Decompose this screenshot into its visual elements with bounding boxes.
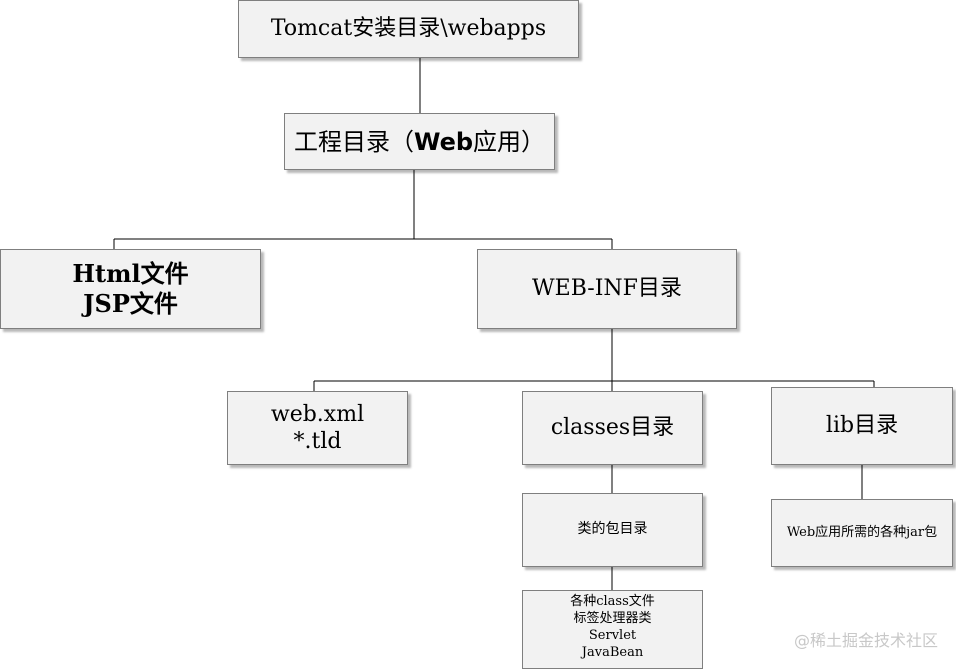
node-html-jsp-line-2: JSP文件 [83,289,178,318]
node-html-jsp-line-1: Html文件 [72,259,189,288]
node-class-files-line-4: JavaBean [581,644,644,660]
node-jar-packages-label: Web应用所需的各种jar包 [786,524,938,540]
node-class-files-line-3: Servlet [588,627,637,643]
node-tomcat-webapps-label: Tomcat安装目录\webapps [270,16,547,42]
node-class-files-line-2: 标签处理器类 [573,610,652,626]
node-lib-dir: lib目录 [771,387,953,465]
node-lib-label: lib目录 [825,413,899,439]
node-classes-dir: classes目录 [522,391,703,465]
node-project-dir-label: 工程目录（Web应用） [294,127,545,157]
node-tomcat-webapps: Tomcat安装目录\webapps [238,0,579,58]
watermark: @稀土掘金技术社区 [793,631,938,650]
node-class-files-line-1: 各种class文件 [570,594,655,609]
node-classes-label: classes目录 [550,415,675,441]
node-web-inf-label: WEB-INF目录 [532,276,682,302]
node-project-dir-suffix: 应用） [473,127,546,156]
node-project-dir: 工程目录（Web应用） [284,113,555,170]
node-html-jsp-files: Html文件 JSP文件 [0,249,261,329]
node-web-xml-line-1: web.xml [270,401,365,427]
node-class-package-label: 类的包目录 [577,521,648,538]
node-class-package-dir: 类的包目录 [522,493,703,567]
node-class-files: 各种class文件 标签处理器类 Servlet JavaBean [522,590,703,669]
node-jar-packages: Web应用所需的各种jar包 [771,499,953,567]
node-web-xml-line-2: *.tld [293,429,342,454]
node-project-dir-bold: Web [413,127,474,156]
node-web-inf-dir: WEB-INF目录 [477,249,737,329]
node-web-xml: web.xml *.tld [227,391,408,465]
node-project-dir-prefix: 工程目录（ [293,127,414,156]
